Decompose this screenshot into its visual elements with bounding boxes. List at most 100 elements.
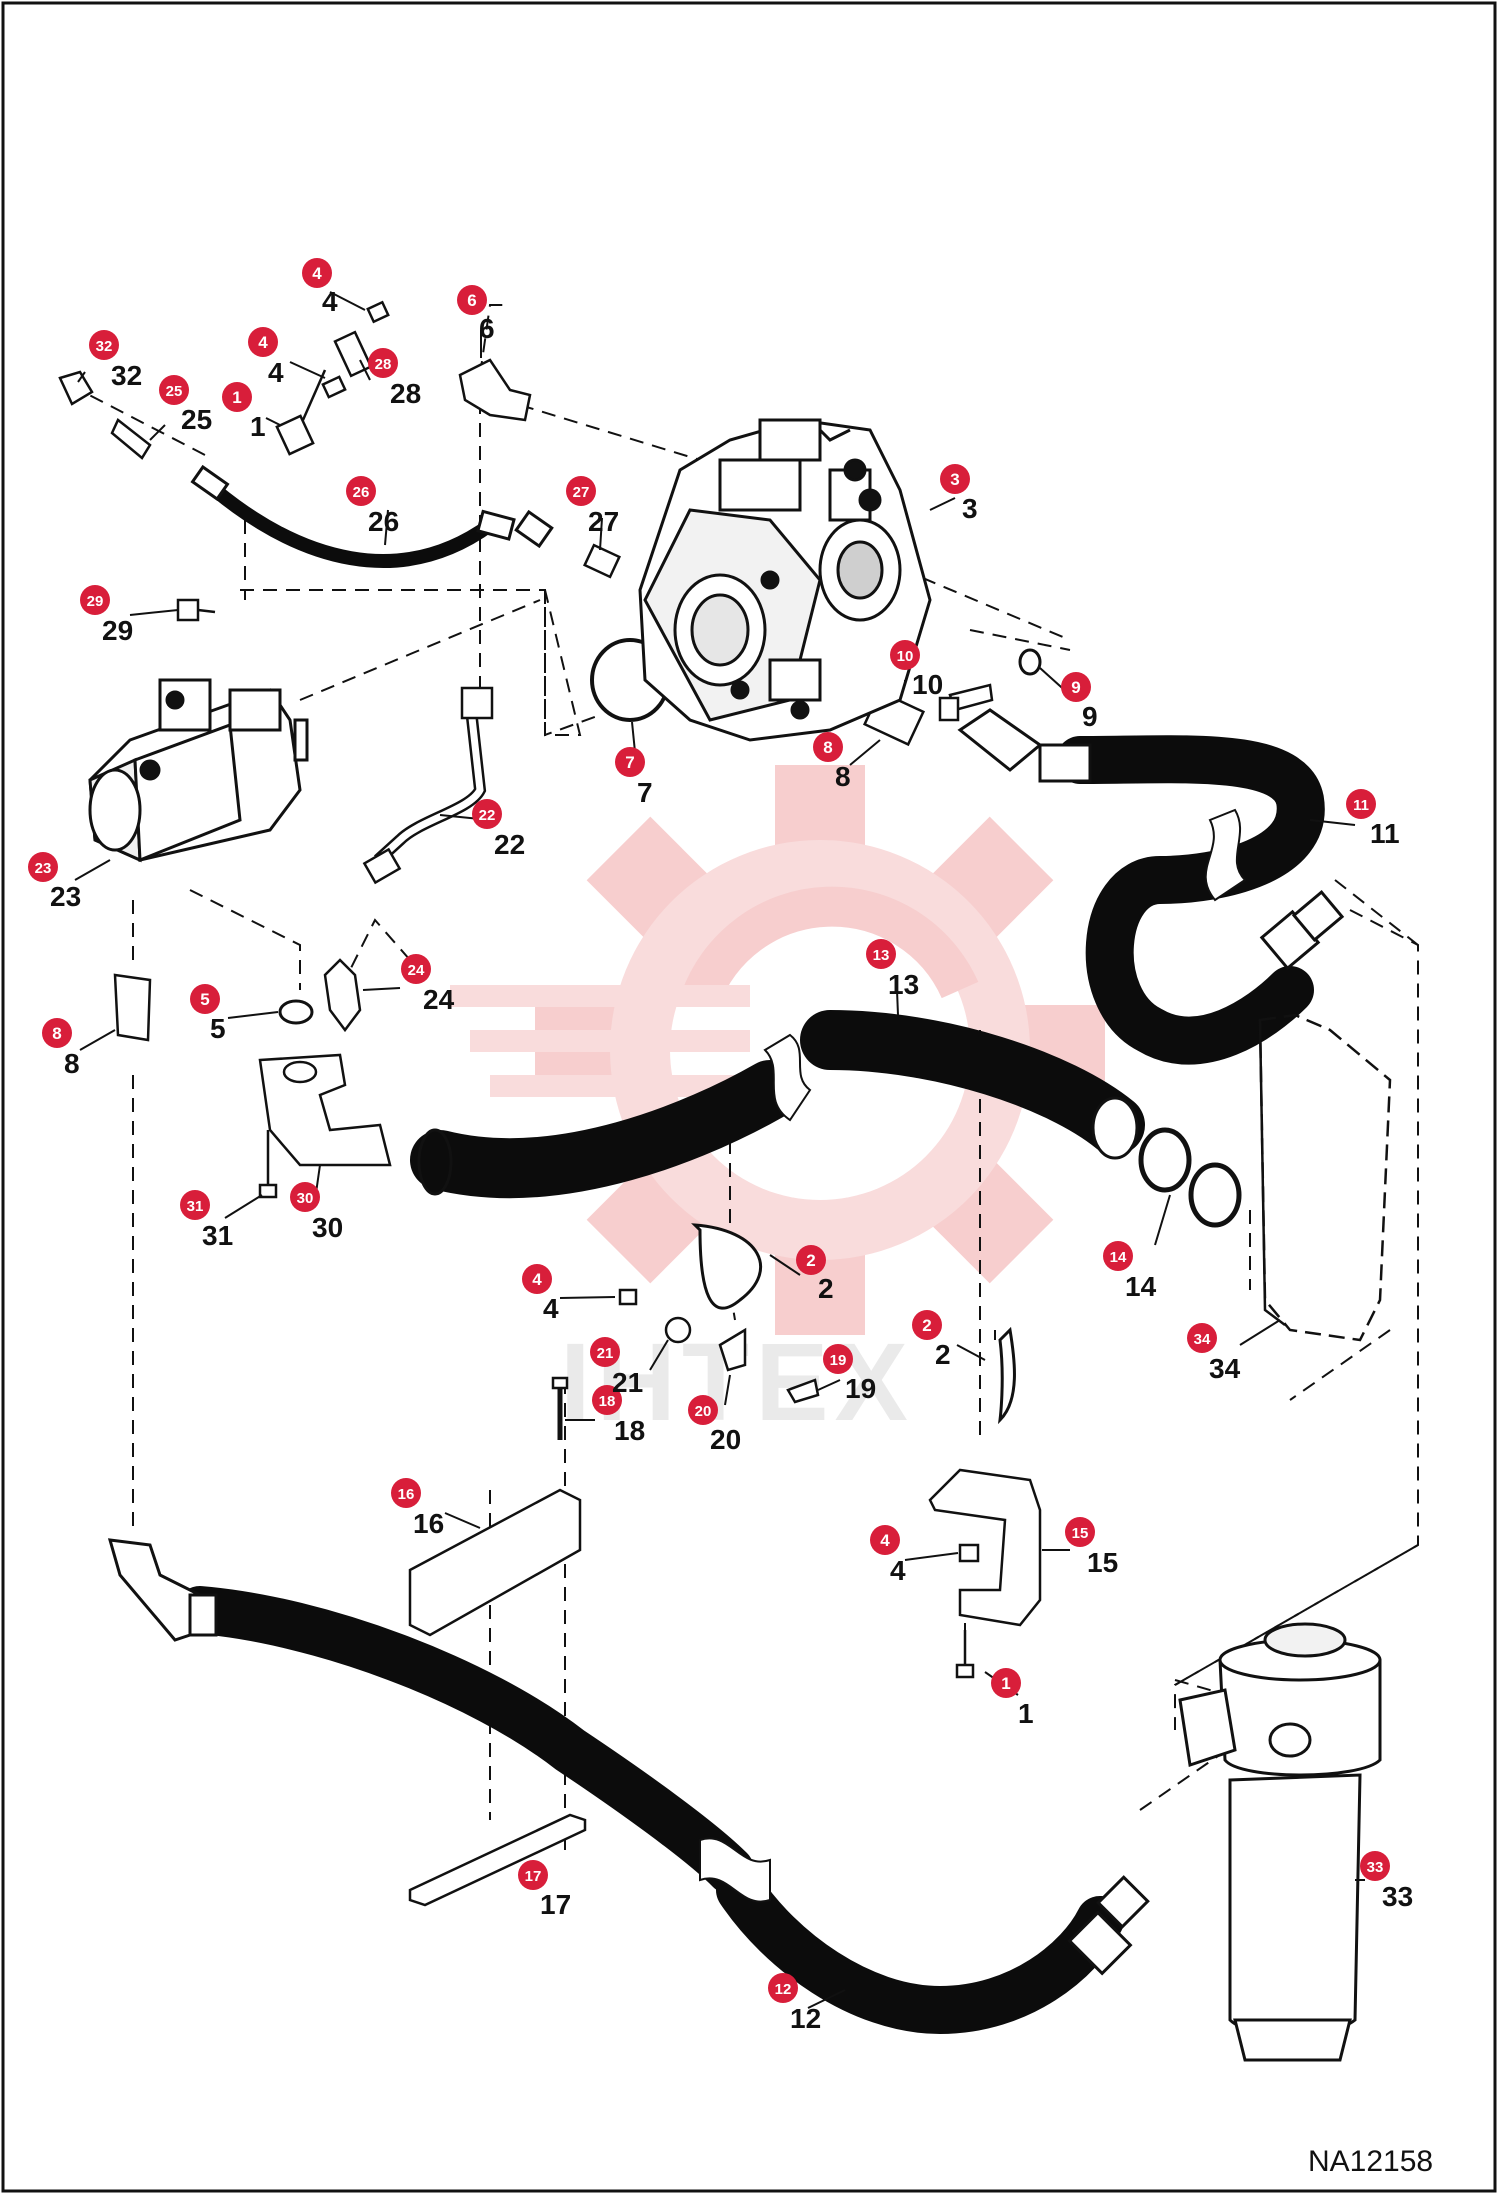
spacer-21 bbox=[664, 1316, 692, 1344]
part-number-label: 8 bbox=[64, 1048, 80, 1079]
part-number-label: 20 bbox=[710, 1424, 741, 1455]
callout-badge-number: 4 bbox=[532, 1270, 542, 1289]
callout-badge-number: 4 bbox=[258, 333, 268, 352]
part-number-label: 6 bbox=[479, 313, 495, 344]
callout-leader bbox=[149, 424, 166, 441]
hydrostatic-pump-3 bbox=[638, 418, 932, 742]
nut-4-right bbox=[958, 1543, 980, 1563]
part-number-label: 2 bbox=[935, 1339, 951, 1370]
callout-badge-number: 8 bbox=[823, 738, 832, 757]
callout-badge-number: 1 bbox=[232, 388, 241, 407]
callout-badge bbox=[391, 1478, 421, 1508]
callout-badge-number: 8 bbox=[52, 1024, 61, 1043]
callout-badge-number: 16 bbox=[398, 1486, 415, 1503]
callout-badge bbox=[180, 1190, 210, 1220]
o-ring-5 bbox=[278, 999, 314, 1025]
clamp-block-16 bbox=[408, 1488, 582, 1637]
callout-badge bbox=[457, 285, 487, 315]
callout-badge bbox=[592, 1385, 622, 1415]
tube-22 bbox=[373, 699, 487, 865]
callout-badge-number: 29 bbox=[87, 593, 104, 610]
callout-badge bbox=[248, 327, 278, 357]
callout-badge-number: 28 bbox=[375, 356, 392, 373]
callout-badge-number: 2 bbox=[922, 1316, 931, 1335]
callout-badge-number: 12 bbox=[775, 1981, 792, 1998]
callout-badge bbox=[566, 476, 596, 506]
part-number-label: 28 bbox=[390, 378, 421, 409]
callout-leader bbox=[807, 1989, 846, 2009]
callout-leader bbox=[129, 609, 179, 616]
callout-badge bbox=[1346, 789, 1376, 819]
part-number-label: 31 bbox=[202, 1220, 233, 1251]
callout-badge-number: 33 bbox=[1367, 1859, 1384, 1876]
callout-badge bbox=[401, 954, 431, 984]
callout-leader bbox=[384, 509, 389, 546]
part-number-label: 5 bbox=[210, 1013, 226, 1044]
callout-badge bbox=[1187, 1323, 1217, 1353]
callout-leader bbox=[77, 371, 86, 383]
callout-badge-number: 23 bbox=[35, 860, 52, 877]
callout-badge-number: 30 bbox=[297, 1190, 314, 1207]
tank-34 bbox=[1258, 1013, 1392, 1342]
callout-badge bbox=[472, 799, 502, 829]
hose-26 bbox=[208, 483, 497, 568]
part-number-label: 23 bbox=[50, 881, 81, 912]
cap-32 bbox=[58, 370, 94, 406]
washer-9 bbox=[1018, 648, 1042, 676]
callout-badge-number: 13 bbox=[873, 947, 890, 964]
callout-leader bbox=[559, 1296, 616, 1299]
part-number-label: 2 bbox=[818, 1273, 834, 1304]
callout-badge bbox=[991, 1668, 1021, 1698]
part-number-label: 32 bbox=[111, 360, 142, 391]
callout-badge bbox=[590, 1337, 620, 1367]
callout-badge bbox=[823, 1344, 853, 1374]
callout-badge bbox=[522, 1264, 552, 1294]
callout-badge-number: 17 bbox=[525, 1868, 542, 1885]
callout-badge bbox=[518, 1860, 548, 1890]
callout-leader bbox=[649, 1339, 669, 1371]
plate-17 bbox=[408, 1813, 587, 1907]
part-number-label: 13 bbox=[888, 969, 919, 1000]
callout-badge bbox=[28, 852, 58, 882]
part-number-label: 7 bbox=[637, 777, 653, 808]
callout-badge-number: 25 bbox=[166, 383, 183, 400]
part-number-label: 3 bbox=[962, 493, 978, 524]
callout-badge bbox=[890, 640, 920, 670]
callout-badge-number: 4 bbox=[312, 264, 322, 283]
callout-leader bbox=[769, 1254, 801, 1276]
elbow-6 bbox=[458, 358, 532, 422]
part-number-label: 8 bbox=[835, 761, 851, 792]
callout-badge-number: 26 bbox=[353, 484, 370, 501]
part-number-label: 34 bbox=[1209, 1353, 1241, 1384]
callout-leader bbox=[904, 1552, 959, 1561]
callout-badge bbox=[80, 585, 110, 615]
callout-badge bbox=[89, 330, 119, 360]
hose-group bbox=[176, 483, 1325, 2035]
part-number-label: 11 bbox=[1370, 818, 1400, 849]
callout-badge bbox=[222, 382, 252, 412]
callout-leader bbox=[1239, 1319, 1281, 1346]
callout-badge-number: 19 bbox=[830, 1352, 847, 1369]
callout-badge bbox=[346, 476, 376, 506]
callout-badge-number: 18 bbox=[599, 1393, 616, 1410]
part-number-label: 21 bbox=[612, 1367, 643, 1398]
part-number-label: 29 bbox=[102, 615, 133, 646]
part-number-label: 1 bbox=[1018, 1698, 1034, 1729]
gear-pump-23 bbox=[88, 678, 309, 863]
filter-33 bbox=[1178, 1622, 1382, 2062]
part-number-label: 10 bbox=[912, 669, 943, 700]
strap-2-center bbox=[691, 1223, 762, 1310]
callout-leader bbox=[74, 859, 111, 881]
part-number-label: 22 bbox=[494, 829, 525, 860]
callout-badge bbox=[870, 1525, 900, 1555]
callout-badge bbox=[813, 732, 843, 762]
hose-13b bbox=[800, 1010, 1145, 1155]
callout-leader bbox=[265, 417, 281, 426]
callout-badge bbox=[302, 258, 332, 288]
callout-badge-number: 10 bbox=[897, 648, 914, 665]
fittings-group bbox=[107, 464, 1345, 1976]
callout-badge bbox=[1360, 1851, 1390, 1881]
part-number-label: 18 bbox=[614, 1415, 645, 1446]
